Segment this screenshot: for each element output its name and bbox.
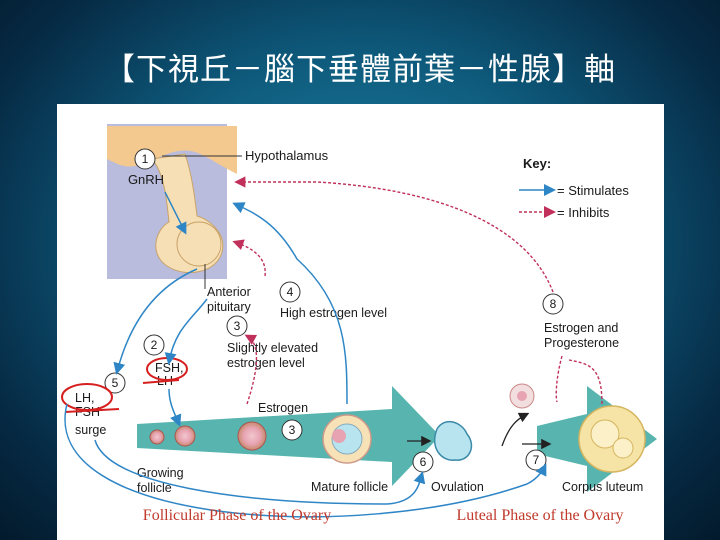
follicle-1 <box>150 430 164 444</box>
svg-text:5: 5 <box>112 376 119 390</box>
growing-follicle-label-1: Growing <box>137 466 184 480</box>
step-7-marker: 7 <box>526 450 546 470</box>
estrogen-progesterone-label-2: Progesterone <box>544 336 619 350</box>
step-1-marker: 1 <box>135 149 155 169</box>
follicle-3 <box>238 422 266 450</box>
step-3-marker-bottom: 3 <box>282 420 302 440</box>
corpus-luteum-label: Corpus luteum <box>562 480 643 494</box>
key-stimulates: = Stimulates <box>557 183 629 198</box>
diagram-canvas: 1 GnRH Hypothalamus Key: = Stimulates = … <box>57 104 664 540</box>
svg-text:4: 4 <box>287 285 294 299</box>
lh-label: LH, <box>75 391 94 405</box>
step-8-marker: 8 <box>543 294 563 314</box>
surge-label: surge <box>75 423 106 437</box>
hpg-axis-diagram: 1 GnRH Hypothalamus Key: = Stimulates = … <box>57 104 664 540</box>
mature-follicle-label: Mature follicle <box>311 480 388 494</box>
svg-text:2: 2 <box>151 338 158 352</box>
step-6-marker: 6 <box>413 452 433 472</box>
svg-text:1: 1 <box>142 152 149 166</box>
slightly-elevated-label-1: Slightly elevated <box>227 341 318 355</box>
slide-title: 【下視丘－腦下垂體前葉－性腺】軸 <box>0 50 720 90</box>
step-2-marker: 2 <box>144 335 164 355</box>
slightly-elevated-label-2: estrogen level <box>227 356 305 370</box>
gnrh-label: GnRH <box>128 172 164 187</box>
key-title: Key: <box>523 156 551 171</box>
ovulation-label: Ovulation <box>431 480 484 494</box>
hypothalamus-label: Hypothalamus <box>245 148 329 163</box>
svg-text:3: 3 <box>234 319 241 333</box>
step-4-marker: 4 <box>280 282 300 302</box>
anterior-label-2: pituitary <box>207 300 252 314</box>
estrogen-progesterone-label-1: Estrogen and <box>544 321 618 335</box>
luteal-phase-label: Luteal Phase of the Ovary <box>456 507 623 524</box>
svg-text:8: 8 <box>550 297 557 311</box>
fsh-label: FSH, <box>155 361 183 375</box>
svg-text:7: 7 <box>533 453 540 467</box>
ovulation-shape <box>435 422 472 461</box>
key-inhibits: = Inhibits <box>557 205 610 220</box>
svg-text:3: 3 <box>289 423 296 437</box>
follicle-2 <box>175 426 195 446</box>
follicular-phase-label: Follicular Phase of the Ovary <box>143 507 331 524</box>
estrogen-label: Estrogen <box>258 401 308 415</box>
svg-text:6: 6 <box>420 455 427 469</box>
anterior-label-1: Anterior <box>207 285 251 299</box>
step-3-marker-top: 3 <box>227 316 247 336</box>
